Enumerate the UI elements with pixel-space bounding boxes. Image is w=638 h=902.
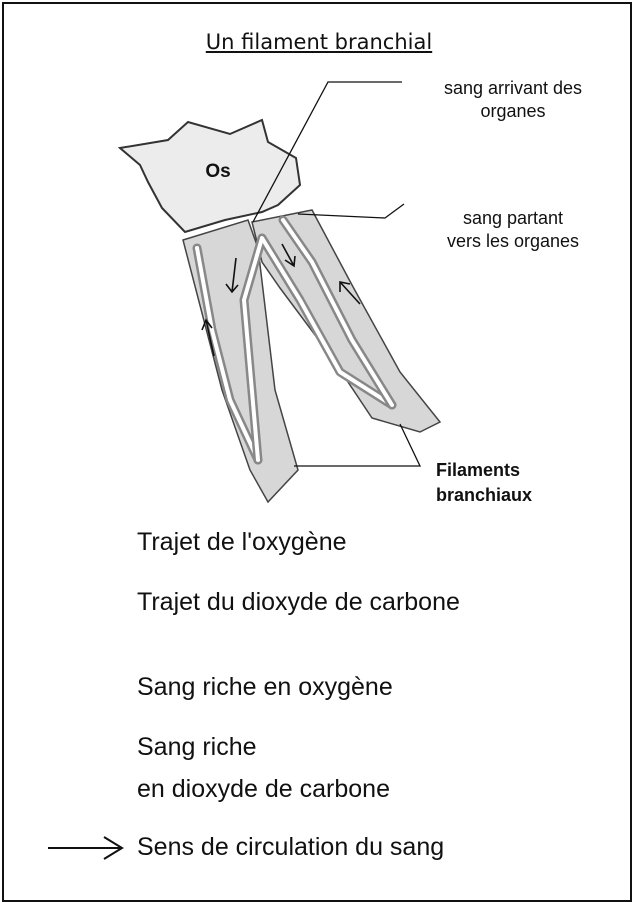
- legend-arrow-icon: [48, 837, 122, 859]
- label-filaments: Filaments branchiaux: [436, 458, 566, 508]
- gill-filament-diagram: [0, 0, 638, 881]
- label-blood-in: sang arrivant des organes: [398, 77, 628, 123]
- legend-co2-path: Trajet du dioxyde de carbone: [137, 585, 460, 619]
- legend-oxygen-rich-blood: Sang riche en oxygène: [137, 670, 393, 704]
- leader-filaments: [294, 424, 420, 466]
- legend-blood-flow-direction: Sens de circulation du sang: [137, 830, 444, 864]
- label-blood-out: sang partant vers les organes: [398, 207, 628, 253]
- legend-oxygen-path: Trajet de l'oxygène: [137, 525, 347, 559]
- legend-co2-rich-blood-line1: Sang riche: [137, 730, 257, 764]
- legend-co2-rich-blood-line2: en dioxyde de carbone: [137, 772, 390, 806]
- label-bone: Os: [188, 160, 248, 183]
